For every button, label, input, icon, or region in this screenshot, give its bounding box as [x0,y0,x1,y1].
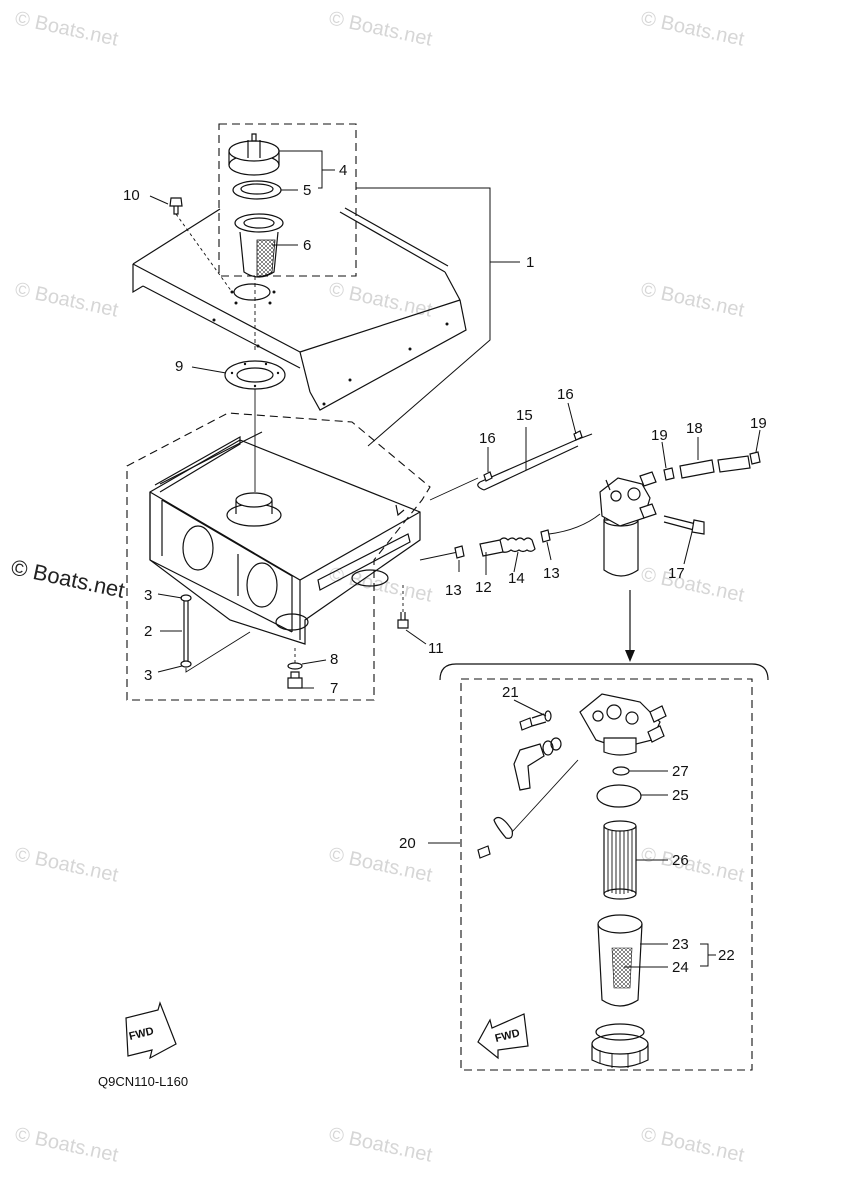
leader-1-bracket [356,187,491,447]
watermark-text: © Boats.net [13,1123,121,1166]
breather-rod-2 [180,594,251,673]
callout-20: 20 [399,835,416,852]
filler-cap [228,133,280,176]
drain-lever [513,737,562,791]
fuel-hose-14 [419,513,601,561]
callout-25: 25 [672,787,689,804]
tank-dashed-box [126,412,431,701]
mounting-gasket-9 [224,360,286,492]
watermark-text: © Boats.net [327,1123,435,1166]
callout-24: 24 [672,959,689,976]
air-bleed-screw [519,710,552,731]
watermark-text: © Boats.net [639,7,747,50]
callout-numbers: 4 5 6 10 1 9 3 2 3 8 7 11 13 12 14 13 15… [123,162,767,976]
bolt-11 [397,585,409,629]
watermark-text: © Boats.net [13,7,121,50]
callout-4: 4 [339,162,347,179]
callout-19-right: 19 [750,415,767,432]
watermark-text: © Boats.net [327,278,435,321]
bolt-17 [663,515,705,535]
callout-5: 5 [303,182,311,199]
callout-16-left: 16 [479,430,496,447]
clip-wire [477,759,579,859]
callout-6: 6 [303,237,311,254]
callout-22: 22 [718,947,735,964]
fwd-label: FWD [128,1025,155,1043]
callout-19-left: 19 [651,427,668,444]
callout-17: 17 [668,565,685,582]
detail-arrowhead [625,650,635,662]
watermark-text: © Boats.net [327,563,435,606]
filter-bowl-23 [597,914,643,1007]
callout-26: 26 [672,852,689,869]
callout-23: 23 [672,936,689,953]
detail-dashed-box [460,678,753,1071]
leader-lines [149,150,761,968]
callout-15: 15 [516,407,533,424]
watermark-text: © Boats.net [639,1123,747,1166]
callout-2: 2 [144,623,152,640]
watermark-text: © Boats.net [639,563,747,606]
water-separator [599,471,657,577]
callout-18: 18 [686,420,703,437]
tank-cover [132,207,467,411]
filler-strainer [234,213,284,278]
callout-12: 12 [475,579,492,596]
callout-3-top: 3 [144,587,152,604]
detail-bracket [439,663,769,681]
callout-13-left: 13 [445,582,462,599]
callout-13-right: 13 [543,565,560,582]
callout-9: 9 [175,358,183,375]
callout-21: 21 [502,684,519,701]
watermark-text: © Boats.net [327,843,435,886]
o-ring-25 [596,784,642,808]
hose-18 [663,451,761,481]
watermark-prominent: © Boats.net [9,554,127,602]
watermark-text: © Boats.net [327,7,435,50]
watermarks: © Boats.net © Boats.net © Boats.net © Bo… [9,7,747,1166]
watermark-text: © Boats.net [13,278,121,321]
fwd-arrow-right: FWD [477,1013,529,1060]
ring-nut [591,1023,649,1068]
callout-14: 14 [508,570,525,587]
fuel-tank [149,431,421,645]
callout-27: 27 [672,763,689,780]
diagram-code: Q9CN110-L160 [98,1074,188,1089]
vent-hose-15 [429,430,593,501]
callout-16-right: 16 [557,386,574,403]
filter-head [579,693,667,756]
callout-7: 7 [330,680,338,697]
watermark-text: © Boats.net [639,278,747,321]
callout-11: 11 [428,640,444,657]
watermark-text: © Boats.net [13,843,121,886]
watermark-text: © Boats.net [639,843,747,886]
filter-element-26 [603,820,637,900]
drain-washer-8 [287,662,303,670]
callout-3-bottom: 3 [144,667,152,684]
fwd-label: FWD [494,1027,521,1045]
cap-group-dashed-box [218,123,357,277]
o-ring-27 [612,766,630,776]
cap-gasket [232,180,282,200]
callout-10: 10 [123,187,140,204]
bolt-10 [169,197,233,293]
callout-1: 1 [526,254,534,271]
callout-8: 8 [330,651,338,668]
fwd-arrow-left: FWD [125,1001,177,1060]
